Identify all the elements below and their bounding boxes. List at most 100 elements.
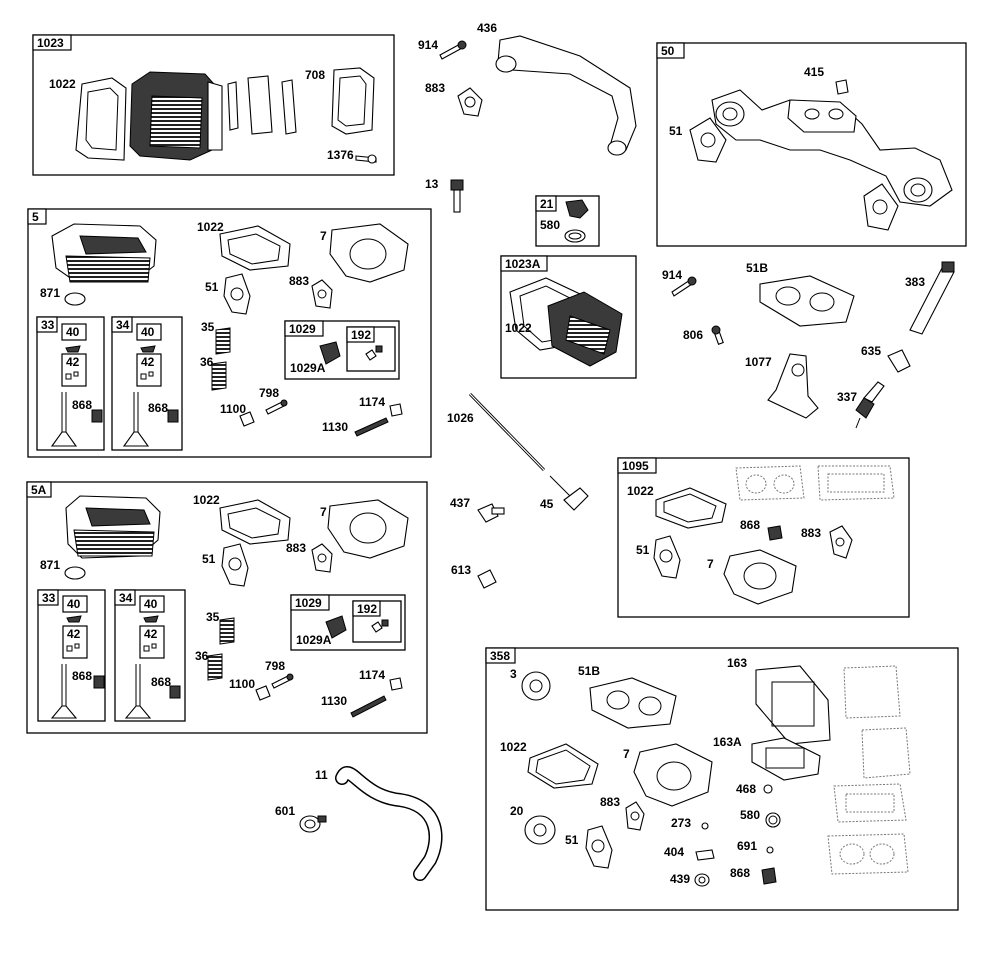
label-635: 635 bbox=[861, 344, 881, 358]
label-51-g50: 51 bbox=[669, 124, 683, 138]
label-883-g5: 883 bbox=[289, 274, 309, 288]
group-34-tag-g5a: 34 bbox=[119, 591, 133, 605]
label-1022-g1023a: 1022 bbox=[505, 321, 532, 335]
label-7-g358: 7 bbox=[623, 747, 630, 761]
group-1023-tag: 1023 bbox=[37, 36, 64, 50]
group-192-tag-g5a: 192 bbox=[357, 602, 377, 616]
group-5a-tag: 5A bbox=[31, 483, 47, 497]
label-1174-g5: 1174 bbox=[359, 395, 385, 409]
label-868-g5a-33: 868 bbox=[72, 669, 92, 683]
label-51-g358: 51 bbox=[565, 833, 579, 847]
label-914-top: 914 bbox=[418, 38, 438, 52]
label-883-g358: 883 bbox=[600, 795, 620, 809]
label-51b-right: 51B bbox=[746, 261, 768, 275]
group-50-tag: 50 bbox=[661, 44, 675, 58]
label-798-g5a: 798 bbox=[265, 659, 285, 673]
center-parts: 1026 45 437 613 bbox=[447, 392, 589, 589]
label-798-g5: 798 bbox=[259, 386, 279, 400]
label-1026: 1026 bbox=[447, 411, 474, 425]
label-468: 468 bbox=[736, 782, 756, 796]
group-192-tag-g5: 192 bbox=[351, 328, 371, 342]
label-691: 691 bbox=[737, 839, 757, 853]
label-1022-g358: 1022 bbox=[500, 740, 527, 754]
group-40-tag-g5-34: 40 bbox=[141, 325, 155, 339]
label-1130-g5: 1130 bbox=[322, 420, 348, 434]
group-40-tag-g5a-33: 40 bbox=[67, 597, 81, 611]
label-7-g1095: 7 bbox=[707, 557, 714, 571]
label-51-g5a: 51 bbox=[202, 552, 216, 566]
label-806: 806 bbox=[683, 328, 703, 342]
label-11: 11 bbox=[315, 768, 328, 782]
group-1023a: 1023A 1022 bbox=[500, 255, 637, 379]
label-613: 613 bbox=[451, 563, 471, 577]
top-center-parts: 914 436 883 13 bbox=[418, 21, 637, 213]
label-1077: 1077 bbox=[745, 355, 772, 369]
label-3: 3 bbox=[510, 667, 517, 681]
label-7-g5a: 7 bbox=[320, 505, 327, 519]
group-1029-tag-g5a: 1029 bbox=[295, 596, 322, 610]
label-883-g1095: 883 bbox=[801, 526, 821, 540]
label-383: 383 bbox=[905, 275, 925, 289]
label-163: 163 bbox=[727, 656, 747, 670]
group-34-tag-g5: 34 bbox=[116, 318, 130, 332]
label-51-g5: 51 bbox=[205, 280, 219, 294]
label-7-g5: 7 bbox=[320, 229, 327, 243]
label-883-g5a: 883 bbox=[286, 541, 306, 555]
label-1022-g5: 1022 bbox=[197, 220, 224, 234]
label-601: 601 bbox=[275, 804, 295, 818]
group-33-tag-g5a: 33 bbox=[42, 591, 56, 605]
label-1174-g5a: 1174 bbox=[359, 668, 385, 682]
label-1022-g5a: 1022 bbox=[193, 493, 220, 507]
label-337: 337 bbox=[837, 390, 857, 404]
label-1029a-g5a: 1029A bbox=[296, 633, 332, 647]
label-871-g5a: 871 bbox=[40, 558, 60, 572]
label-580-g21: 580 bbox=[540, 218, 560, 232]
label-883-top: 883 bbox=[425, 81, 445, 95]
label-708: 708 bbox=[305, 68, 325, 82]
label-1100-g5a: 1100 bbox=[229, 677, 255, 691]
label-20: 20 bbox=[510, 804, 524, 818]
label-1130-g5a: 1130 bbox=[321, 694, 347, 708]
group-21-tag: 21 bbox=[540, 197, 554, 211]
label-580-g358: 580 bbox=[740, 808, 760, 822]
label-45: 45 bbox=[540, 497, 554, 511]
group-1029-tag-g5: 1029 bbox=[289, 322, 316, 336]
group-5-tag: 5 bbox=[32, 210, 39, 224]
label-35-g5: 35 bbox=[201, 320, 215, 334]
label-1100-g5: 1100 bbox=[220, 402, 246, 416]
group-1023: 1023 1022 708 1376 bbox=[32, 34, 395, 176]
right-middle-parts: 914 51B 383 806 635 1077 337 bbox=[662, 261, 955, 429]
label-36-g5a: 36 bbox=[195, 649, 209, 663]
group-1023a-tag: 1023A bbox=[505, 257, 541, 271]
group-33-tag-g5: 33 bbox=[41, 318, 55, 332]
label-439: 439 bbox=[670, 872, 690, 886]
group-1095: 1095 1022 868 883 51 7 bbox=[617, 457, 910, 618]
group-42-tag-g5a-34: 42 bbox=[144, 627, 158, 641]
label-868-g1095: 868 bbox=[740, 518, 760, 532]
group-5a: 5A 871 33 40 42 868 34 40 42 868 bbox=[26, 481, 428, 734]
group-50: 50 415 51 bbox=[656, 42, 967, 247]
group-358-tag: 358 bbox=[490, 649, 510, 663]
label-437: 437 bbox=[450, 496, 470, 510]
label-868-g5a-34: 868 bbox=[151, 675, 171, 689]
group-5: 5 871 33 40 42 868 34 40 42 868 bbox=[27, 208, 432, 458]
label-868-g5-33: 868 bbox=[72, 398, 92, 412]
group-358: 358 3 51B 163 163A 1022 7 2 bbox=[485, 647, 959, 911]
group-40-tag-g5a-34: 40 bbox=[144, 597, 158, 611]
label-51b-g358: 51B bbox=[578, 664, 600, 678]
label-404: 404 bbox=[664, 845, 684, 859]
label-163a: 163A bbox=[713, 735, 742, 749]
group-42-tag-g5-33: 42 bbox=[66, 355, 80, 369]
label-1022: 1022 bbox=[49, 77, 76, 91]
label-914-right: 914 bbox=[662, 268, 682, 282]
label-51-g1095: 51 bbox=[636, 543, 650, 557]
label-415: 415 bbox=[804, 65, 824, 79]
group-1095-tag: 1095 bbox=[622, 459, 649, 473]
label-36-g5: 36 bbox=[200, 355, 214, 369]
label-436: 436 bbox=[477, 21, 497, 35]
hose-parts: 11 601 bbox=[275, 765, 443, 881]
group-42-tag-g5-34: 42 bbox=[141, 355, 155, 369]
label-1376: 1376 bbox=[327, 148, 354, 162]
group-21: 21 580 bbox=[535, 195, 600, 247]
